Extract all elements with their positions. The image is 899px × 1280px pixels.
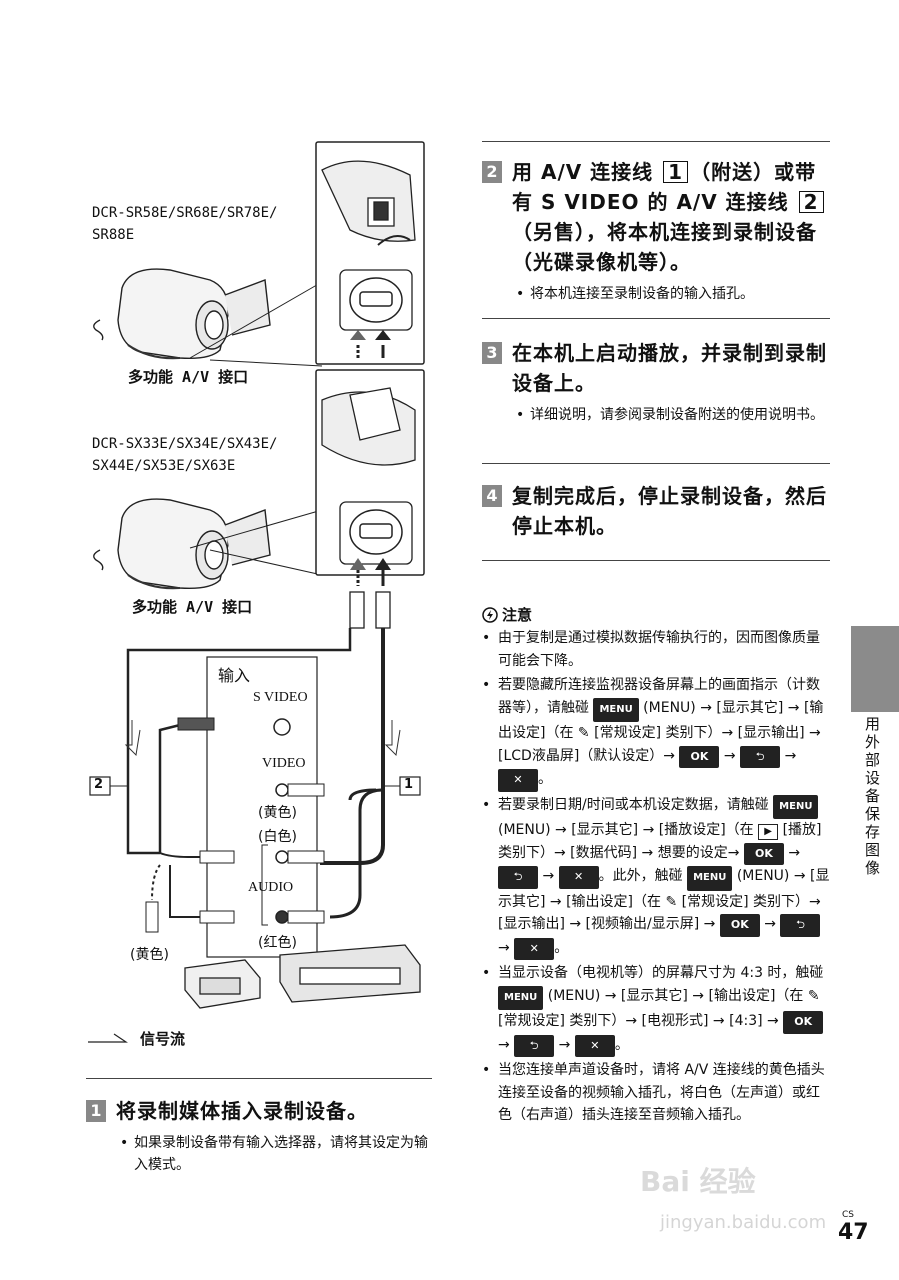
ok-button-icon: OK — [719, 914, 760, 937]
note-item: 若要录制日期/时间或本机设定数据，请触碰 MENU (MENU) → [显示其它… — [482, 794, 830, 960]
step-title: 在本机上启动播放，并录制到录制设备上。 — [512, 341, 827, 395]
wrench-icon: ✎ — [807, 987, 820, 1004]
close-icon: ✕ — [498, 769, 538, 792]
connection-diagram — [88, 141, 425, 1043]
white-label: (白色) — [258, 829, 297, 845]
step-number: 2 — [482, 161, 502, 183]
step-bullet: 将本机连接至录制设备的输入插孔。 — [516, 283, 832, 305]
audio-label: AUDIO — [248, 880, 294, 895]
menu-icon: MENU — [773, 794, 819, 819]
camcorder-1-illustration — [93, 268, 271, 360]
menu-icon: MENU — [687, 866, 733, 891]
step-bullet: 如果录制设备带有输入选择器，请将其设定为输入模式。 — [120, 1132, 436, 1176]
cable-1-ref: 1 — [663, 161, 689, 183]
notes-heading: 注意 — [502, 606, 533, 624]
step-3: 3 在本机上启动播放，并录制到录制设备上。 详细说明，请参阅录制设备附送的使用说… — [482, 338, 832, 426]
close-icon: ✕ — [574, 1034, 615, 1057]
av-port-label-1: 多功能 A/V 接口 — [128, 368, 249, 386]
notes-list: 由于复制是通过模拟数据传输执行的，因而图像质量可能会下降。 若要隐藏所连接监视器… — [482, 627, 830, 1127]
play-icon: ▶ — [758, 824, 779, 840]
step-4: 4 复制完成后，停止录制设备，然后停止本机。 — [482, 481, 832, 541]
model-group-2-label: DCR-SX33E/SX34E/SX43E/ SX44E/SX53E/SX63E — [92, 436, 278, 474]
language-code: CS — [842, 1210, 854, 1220]
signal-flow-label: 信号流 — [140, 1030, 186, 1048]
close-icon: ✕ — [514, 937, 555, 960]
right-divider-2 — [482, 318, 830, 320]
notes-section: 注意 由于复制是通过模拟数据传输执行的，因而图像质量可能会下降。 若要隐藏所连接… — [482, 604, 830, 1129]
model-group-1-label: DCR-SR58E/SR68E/SR78E/ SR88E — [92, 205, 278, 243]
return-icon: ⮌ — [514, 1034, 555, 1057]
cable-2-ref: 2 — [798, 191, 824, 213]
step-title: 复制完成后，停止录制设备，然后停止本机。 — [512, 484, 827, 538]
ok-button-icon: OK — [783, 1011, 824, 1034]
step-number: 4 — [482, 485, 502, 507]
warning-icon — [482, 606, 498, 623]
note-item: 当您连接单声道设备时，请将 A/V 连接线的黄色插头连接至设备的视频输入插孔，将… — [482, 1059, 830, 1127]
step-title-part: （另售），将本机连接到录制设备（光碟录像机等）。 — [512, 220, 817, 274]
note-item: 由于复制是通过模拟数据传输执行的，因而图像质量可能会下降。 — [482, 627, 830, 672]
yellow-left-label: (黄色) — [130, 947, 169, 963]
device-closeup-2 — [321, 387, 416, 466]
left-divider — [86, 1078, 432, 1080]
red-label: (红色) — [258, 935, 297, 951]
step-title: 将录制媒体插入录制设备。 — [116, 1099, 368, 1123]
av-port-label-2: 多功能 A/V 接口 — [132, 598, 253, 616]
menu-icon: MENU — [498, 985, 544, 1010]
s-video-label: S VIDEO — [253, 690, 308, 705]
camcorder-2-illustration — [93, 498, 271, 590]
menu-icon: MENU — [593, 697, 639, 722]
ok-button-icon: OK — [679, 745, 720, 768]
dvd-recorder-illustration — [184, 944, 421, 1009]
cable-2-label: 2 — [94, 777, 104, 792]
step-bullet: 详细说明，请参阅录制设备附送的使用说明书。 — [516, 404, 832, 426]
close-icon: ✕ — [558, 866, 599, 889]
yellow-label: (黄色) — [258, 805, 297, 821]
return-icon: ⮌ — [498, 866, 538, 889]
ok-button-icon: OK — [743, 842, 784, 865]
step-1: 1 将录制媒体插入录制设备。 如果录制设备带有输入选择器，请将其设定为输入模式。 — [86, 1096, 436, 1176]
note-item: 若要隐藏所连接监视器设备屏幕上的画面指示（计数器等），请触碰 MENU (MEN… — [482, 674, 830, 792]
step-number: 1 — [86, 1100, 106, 1122]
input-label: 输入 — [218, 668, 251, 685]
device-closeup-1 — [321, 160, 416, 246]
page-number: 47 — [838, 1220, 869, 1245]
step-title: 用 A/V 连接线 1（附送）或带有 S VIDEO 的 A/V 连接线 2 （另… — [512, 157, 832, 277]
step-number: 3 — [482, 342, 502, 364]
note-item: 当显示设备（电视机等）的屏幕尺寸为 4:3 时，触碰 MENU (MENU) →… — [482, 962, 830, 1057]
return-icon: ⮌ — [780, 914, 821, 937]
cable-1-label: 1 — [404, 777, 414, 792]
section-tab-marker — [851, 626, 899, 712]
section-tab-label: 用外部设备保存图像 — [863, 716, 881, 878]
watermark-logo: Bai 经验 — [640, 1165, 756, 1198]
video-label: VIDEO — [262, 756, 306, 771]
return-icon: ⮌ — [740, 745, 781, 768]
wrench-icon: ✎ — [665, 893, 678, 910]
right-divider-4 — [482, 560, 830, 562]
right-divider-3 — [482, 463, 830, 465]
right-divider-top — [482, 141, 830, 143]
wrench-icon: ✎ — [577, 725, 590, 741]
step-title-part: 用 A/V 连接线 — [512, 160, 662, 184]
step-2: 2 用 A/V 连接线 1（附送）或带有 S VIDEO 的 A/V 连接线 2… — [482, 157, 832, 305]
step-title-part: （附送）或带有 S VIDEO 的 A/V 连接线 — [512, 160, 817, 214]
watermark-url: jingyan.baidu.com — [660, 1212, 827, 1233]
